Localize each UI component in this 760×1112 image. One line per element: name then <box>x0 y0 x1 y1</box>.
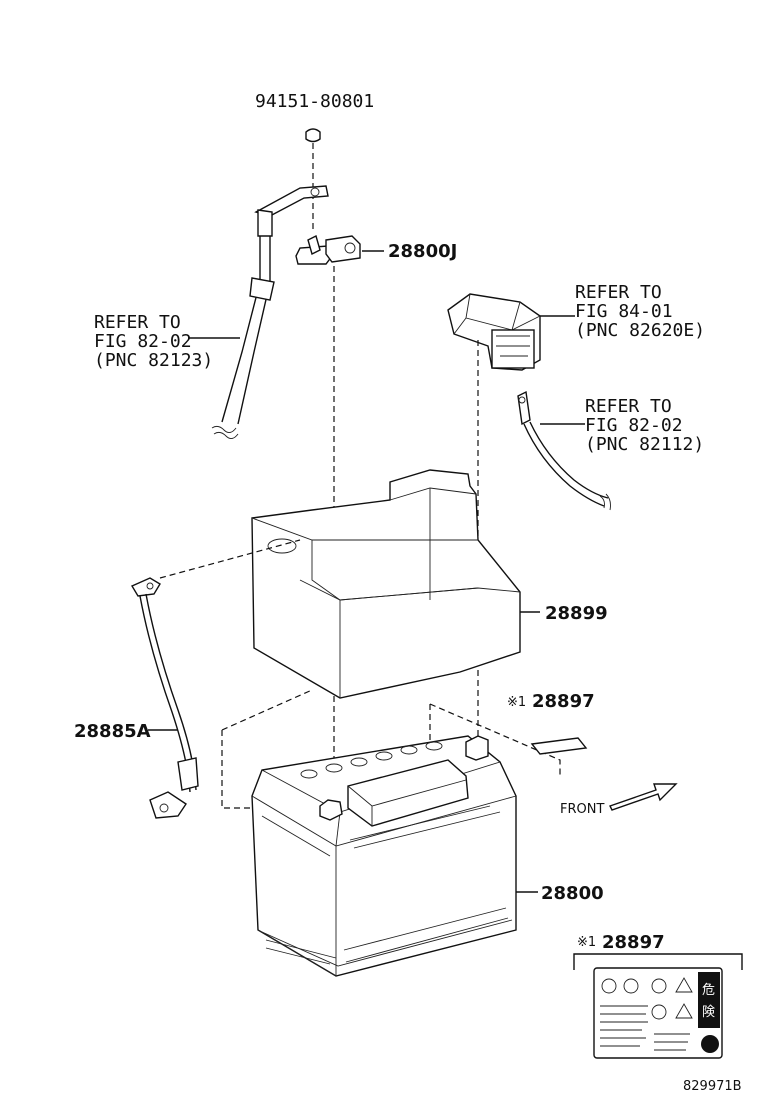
warning-symbol-icon <box>651 1004 667 1020</box>
front-label: FRONT <box>560 802 604 817</box>
right-ref-line1: REFER TO <box>585 396 672 417</box>
recycle-symbol-icon <box>701 1035 719 1053</box>
label-part-number: 28897 <box>532 691 595 712</box>
nut-part-number: 94151-80801 <box>255 91 374 112</box>
warning-symbol-icon <box>601 978 617 994</box>
inset-asterisk-mark: ※1 <box>577 935 596 950</box>
cover-part-number: 28899 <box>545 603 608 624</box>
front-arrow <box>609 783 678 811</box>
left-ref-line3: (PNC 82123) <box>94 350 213 371</box>
right-ref-line2: FIG 82-02 <box>585 415 683 436</box>
terminal-cable-part <box>130 539 313 819</box>
figure-id: 829971B <box>683 1079 742 1094</box>
left-ref-line2: FIG 82-02 <box>94 331 192 352</box>
label-kanji-bottom: 険 <box>702 1005 715 1020</box>
inset-part-number: 28897 <box>602 932 665 953</box>
nut-part <box>305 128 321 232</box>
cable-part-number: 28885A <box>74 721 151 742</box>
left-ref-line1: REFER TO <box>94 312 181 333</box>
relay-ref-line1: REFER TO <box>575 282 662 303</box>
warning-symbol-icon <box>651 978 667 994</box>
label-asterisk-mark: ※1 <box>507 695 526 710</box>
relay-part <box>447 293 541 760</box>
relay-ref-line2: FIG 84-01 <box>575 301 673 322</box>
right-ref-line3: (PNC 82112) <box>585 434 704 455</box>
battery-part <box>251 735 517 977</box>
left-battery-cable <box>211 185 329 439</box>
warning-triangle-icon <box>675 1003 693 1019</box>
caution-label-inset: ※1 28897 危 険 <box>573 932 743 1059</box>
battery-cover-part <box>251 469 521 699</box>
clamp-part-number: 28800J <box>388 241 457 262</box>
label-kanji-top: 危 <box>702 983 715 998</box>
relay-ref-line3: (PNC 82620E) <box>575 320 705 341</box>
battery-part-number: 28800 <box>541 883 604 904</box>
warning-triangle-icon <box>675 977 693 993</box>
warning-symbol-icon <box>623 978 639 994</box>
right-battery-cable <box>517 390 611 511</box>
